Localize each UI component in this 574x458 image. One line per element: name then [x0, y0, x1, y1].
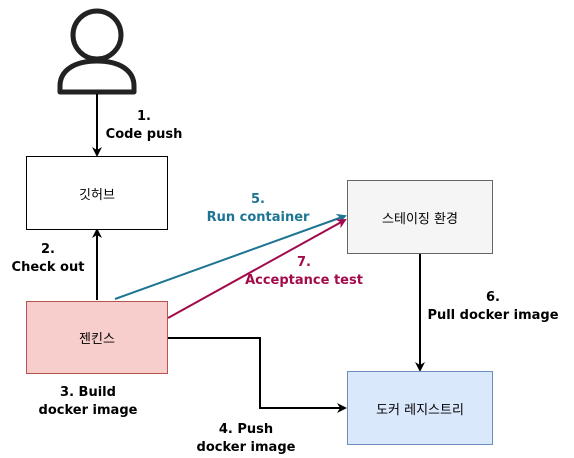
jenkins-node: 젠킨스 [26, 301, 168, 374]
registry-node: 도커 레지스트리 [347, 371, 493, 445]
github-label: 깃허브 [79, 187, 115, 203]
staging-label: 스테이징 환경 [382, 211, 458, 227]
user-icon [57, 8, 137, 95]
run-container-arrow [114, 214, 347, 300]
build-label: 3. Build docker image [38, 385, 138, 418]
registry-label: 도커 레지스트리 [376, 402, 464, 418]
staging-node: 스테이징 환경 [347, 180, 493, 254]
pull-image-label: 6. Pull docker image [427, 290, 559, 323]
jenkins-label: 젠킨스 [79, 332, 115, 347]
github-node: 깃허브 [26, 156, 168, 230]
code-push-label: 1. Code push [105, 109, 183, 142]
check-out-label: 2. Check out [11, 242, 85, 275]
acceptance-test-arrow [167, 219, 347, 319]
push-label: 4. Push docker image [196, 422, 296, 455]
acceptance-test-label: 7. Acceptance test [245, 255, 363, 288]
push-image-arrow [168, 337, 347, 413]
run-container-label: 5. Run container [206, 192, 310, 225]
